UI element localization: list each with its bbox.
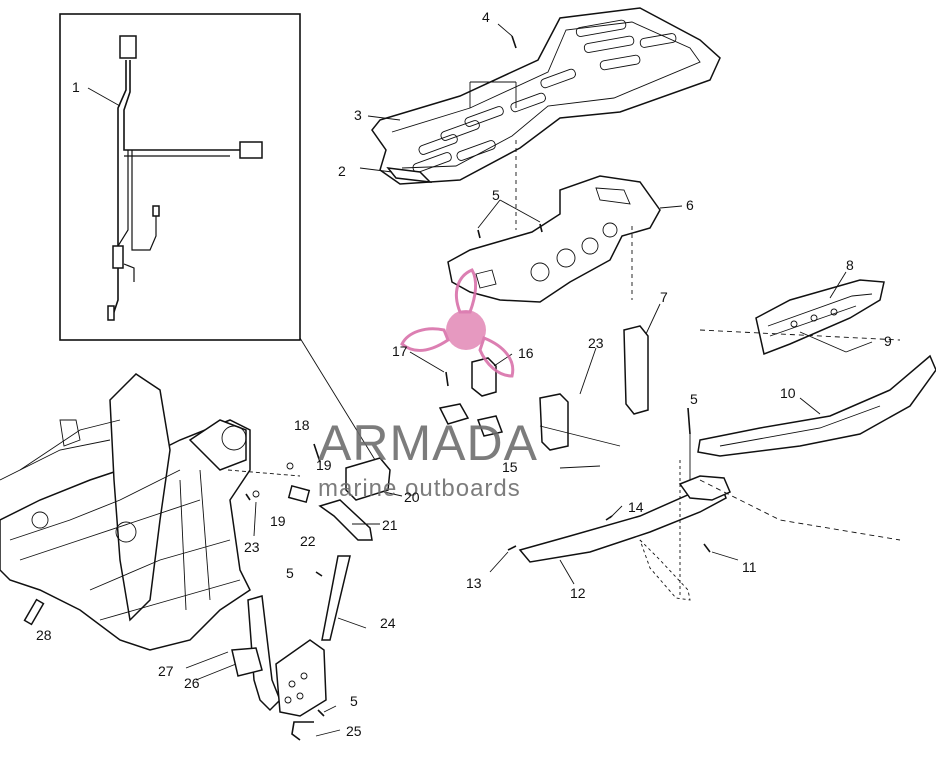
label-6: 6 (686, 197, 694, 213)
label-14: 14 (628, 499, 644, 515)
label-7: 7 (660, 289, 668, 305)
rear-rack (359, 7, 721, 185)
label-23-right: 23 (588, 335, 604, 351)
label-18: 18 (294, 417, 310, 433)
rear-frame (489, 329, 901, 601)
label-11: 11 (742, 559, 757, 575)
label-26: 26 (184, 675, 200, 691)
label-9: 9 (884, 333, 892, 349)
label-5-top: 5 (492, 187, 500, 203)
label-2: 2 (338, 163, 346, 179)
label-15: 15 (502, 459, 518, 475)
label-22: 22 (300, 533, 316, 549)
label-23-left: 23 (244, 539, 260, 555)
label-25: 25 (346, 723, 362, 739)
label-17: 17 (392, 343, 408, 359)
bracket-16 (409, 351, 513, 437)
part-labels: 1 2 3 4 5 6 7 8 9 10 11 12 13 14 15 16 1… (36, 9, 892, 739)
label-8: 8 (846, 257, 854, 273)
part-20 (345, 457, 403, 501)
label-4: 4 (482, 9, 490, 25)
label-20: 20 (404, 489, 420, 505)
label-24: 24 (380, 615, 396, 631)
watermark: ARMADA marine outboards (318, 268, 538, 502)
label-12: 12 (570, 585, 586, 601)
label-28: 28 (36, 627, 52, 643)
label-5-right: 5 (690, 391, 698, 407)
bracket-23-15 (539, 347, 621, 469)
propeller-icon (400, 268, 515, 378)
brace-21 (318, 499, 380, 541)
label-1: 1 (72, 79, 80, 95)
main-frame (0, 373, 321, 651)
rack-support (447, 140, 683, 303)
harness-inset (59, 13, 301, 341)
label-3: 3 (354, 107, 362, 123)
label-21: 21 (382, 517, 398, 533)
tail-light (755, 271, 885, 356)
label-19-bottom: 19 (270, 513, 286, 529)
label-5-left: 5 (286, 565, 294, 581)
label-16: 16 (518, 345, 534, 361)
label-27: 27 (158, 663, 174, 679)
label-13: 13 (466, 575, 482, 591)
hitch-assembly (185, 555, 367, 741)
label-19-top: 19 (316, 457, 332, 473)
watermark-brand: ARMADA (318, 415, 538, 471)
bracket-7 (623, 303, 661, 415)
label-10: 10 (780, 385, 796, 401)
rear-bumper (697, 354, 936, 457)
watermark-tagline: marine outboards (318, 475, 521, 502)
label-5-bottom: 5 (350, 693, 358, 709)
